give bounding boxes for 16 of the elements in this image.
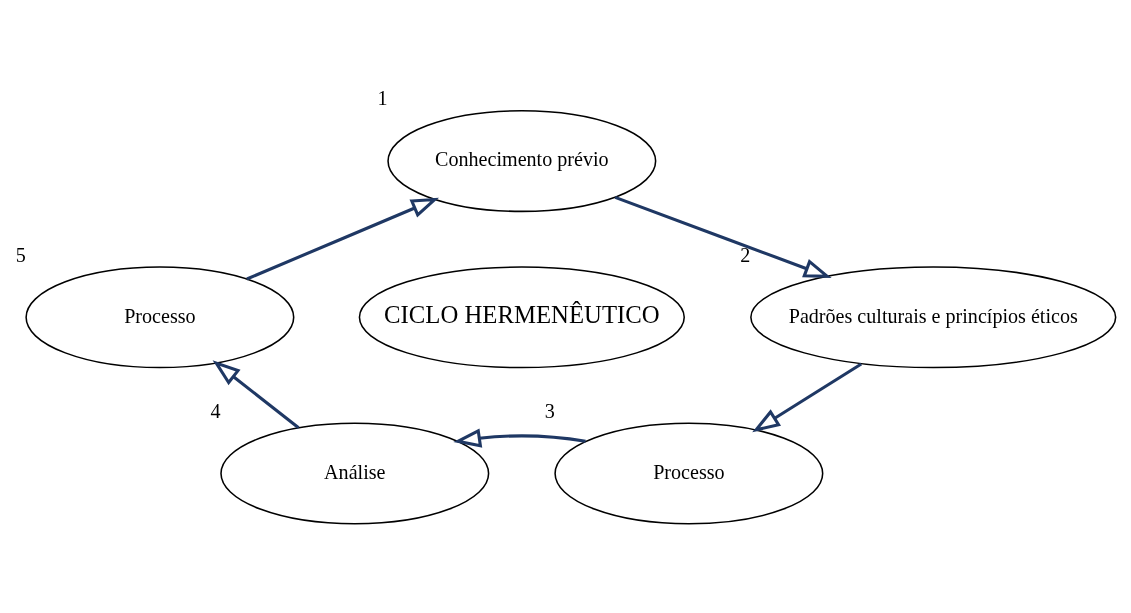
node-ellipse: Padrões culturais e princípios éticos <box>750 266 1117 369</box>
node-label: 2 <box>740 243 751 266</box>
node-label: 4 <box>210 399 221 422</box>
arrow <box>246 197 439 281</box>
node-ellipse: Análise <box>220 422 490 525</box>
node-label: 5 <box>15 243 26 266</box>
node-label: 3 <box>544 399 555 422</box>
arrow <box>212 360 300 430</box>
node-ellipse: Processo <box>554 422 824 525</box>
node-ellipse: Processo <box>25 266 295 369</box>
node-ellipse: Conhecimento prévio <box>387 110 657 213</box>
node-label: 1 <box>377 87 388 110</box>
node-ellipse: CICLO HERMENÊUTICO <box>358 266 685 369</box>
arrow <box>453 428 586 448</box>
arrow <box>614 195 832 278</box>
arrow <box>752 362 863 433</box>
